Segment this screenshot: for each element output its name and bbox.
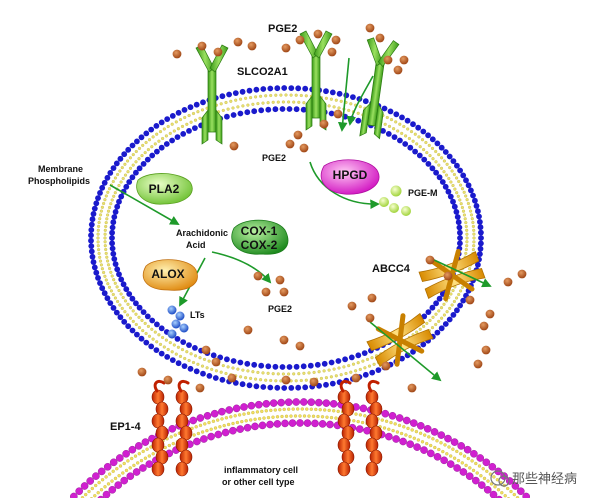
watermark: 那些神经病 (490, 470, 577, 487)
arrow-slco-import-2 (346, 75, 374, 126)
cell-membrane-bilayer (88, 85, 484, 391)
slco2a1-receptor-1 (195, 44, 229, 145)
membrane-phospholipids-label-2: Phospholipids (28, 176, 90, 186)
watermark-text: 那些神经病 (512, 472, 577, 487)
slco2a1-receptor-3 (359, 37, 400, 140)
ep-receptor-4 (365, 379, 383, 477)
arrow-aa-to-pge2 (211, 251, 272, 284)
pla2-label: PLA2 (149, 182, 180, 196)
membrane-phospholipids-label-1: Membrane (38, 164, 83, 174)
abcc4-transporters (366, 248, 486, 368)
ep-receptor-3 (337, 379, 355, 477)
slco2a1-label: SLCO2A1 (237, 66, 288, 78)
ep-receptor-2 (175, 379, 193, 477)
arrow-phospholipids-to-aa (109, 184, 180, 225)
cox1-label: COX-1 (241, 224, 278, 238)
cox2-label: COX-2 (241, 238, 278, 252)
arachidonic-acid-label-2: Acid (186, 240, 206, 250)
arrow-abcc4-export-upper (431, 258, 492, 288)
target-cell-membrane (70, 398, 530, 498)
target-cell-label-2: or other cell type (222, 477, 295, 487)
arrow-pge2-to-pgem (309, 161, 380, 210)
pge2-top-label: PGE2 (268, 23, 297, 35)
hpgd-enzyme: HPGD (320, 159, 380, 195)
abcc4-label: ABCC4 (372, 263, 411, 275)
arrow-abcc4-export-lower (369, 321, 442, 382)
arrow-slco-import-1 (337, 57, 350, 132)
cox-enzyme: COX-1 COX-2 (231, 219, 289, 255)
pge-m-molecules (379, 185, 411, 216)
pge-m-label: PGE-M (408, 188, 438, 198)
ep1-4-label: EP1-4 (110, 421, 141, 433)
alox-label: ALOX (151, 267, 184, 281)
ep-receptors (151, 379, 383, 477)
lts-molecules (167, 305, 189, 339)
abcc4-transporter-lower (366, 312, 434, 368)
slco2a1-receptor-2 (299, 30, 333, 131)
arachidonic-acid-label-1: Arachidonic (176, 228, 228, 238)
watermark-logo-icon (490, 470, 506, 486)
lts-label: LTs (190, 310, 205, 320)
slco2a1-receptors (195, 30, 400, 145)
hpgd-label: HPGD (333, 168, 368, 182)
target-cell-label-1: inflammatory cell (224, 465, 298, 475)
ep-receptor-1 (151, 379, 169, 477)
pge2-cox-label: PGE2 (268, 304, 292, 314)
pla2-enzyme: PLA2 (136, 173, 193, 205)
alox-enzyme: ALOX (142, 259, 198, 291)
pge2-inner-label: PGE2 (262, 153, 286, 163)
pge2-molecules (137, 23, 527, 393)
